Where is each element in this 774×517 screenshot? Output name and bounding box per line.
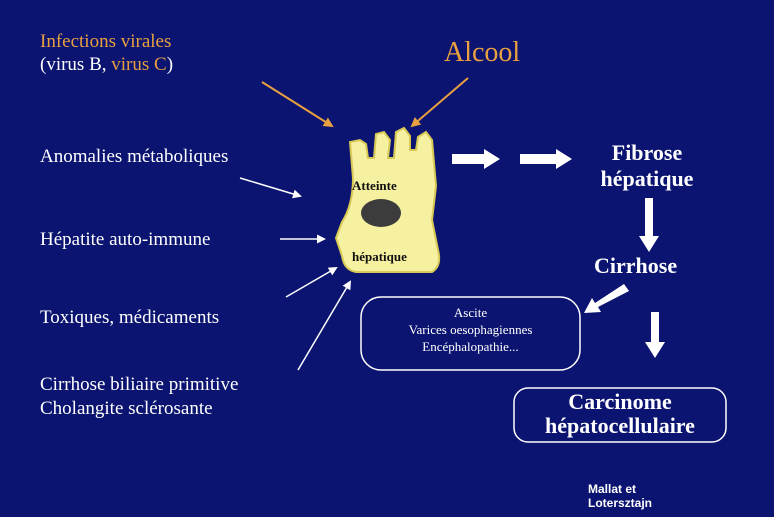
cell-nucleus bbox=[361, 199, 401, 227]
cause-metabolic: Anomalies métaboliques bbox=[40, 146, 228, 168]
cause-alcool: Alcool bbox=[444, 37, 520, 69]
arrow-fibrose-to-cirrhose bbox=[639, 198, 659, 252]
cause-viral-detail: (virus B, virus C) bbox=[40, 54, 173, 76]
credit-line2: Lotersztajn bbox=[588, 496, 652, 510]
arrow-metabolic bbox=[240, 178, 300, 196]
cell-label-top: Atteinte bbox=[352, 178, 397, 194]
credit: Mallat et Lotersztajn bbox=[588, 482, 652, 510]
complication-item: Ascite bbox=[361, 304, 580, 321]
arrow-viral bbox=[262, 82, 332, 126]
arrow-cell-to-fibrose-1 bbox=[452, 149, 500, 169]
stage-cirrhose: Cirrhose bbox=[594, 253, 677, 279]
stage-carcinome-line1: Carcinome bbox=[514, 390, 726, 414]
arrow-toxic bbox=[286, 268, 336, 297]
viral-detail-open: (virus B, bbox=[40, 54, 111, 75]
arrow-cirrhose-to-complications bbox=[584, 284, 629, 313]
cause-autoimmune: Hépatite auto-immune bbox=[40, 229, 210, 251]
stage-fibrose: Fibrose hépatique bbox=[582, 140, 712, 192]
stage-fibrose-line1: Fibrose bbox=[582, 140, 712, 166]
complications-list: Ascite Varices oesophagiennes Encéphalop… bbox=[361, 304, 580, 355]
cell-label-bottom: hépatique bbox=[352, 249, 407, 265]
stage-fibrose-line2: hépatique bbox=[582, 166, 712, 192]
cause-viral-title: Infections virales bbox=[40, 31, 171, 53]
complication-item: Encéphalopathie... bbox=[361, 338, 580, 355]
cause-biliary-2: Cholangite sclérosante bbox=[40, 398, 213, 420]
arrow-alcool bbox=[412, 78, 468, 126]
arrow-cell-to-fibrose-2 bbox=[520, 149, 572, 169]
stage-carcinome-line2: hépatocellulaire bbox=[514, 414, 726, 438]
credit-line1: Mallat et bbox=[588, 482, 652, 496]
arrow-cirrhose-to-carcinome bbox=[645, 312, 665, 358]
viral-detail-virus-c: virus C bbox=[111, 54, 166, 75]
stage-carcinome: Carcinome hépatocellulaire bbox=[514, 390, 726, 438]
complication-item: Varices oesophagiennes bbox=[361, 321, 580, 338]
arrow-biliary bbox=[298, 282, 350, 370]
viral-detail-close: ) bbox=[167, 54, 173, 75]
cause-biliary-1: Cirrhose biliaire primitive bbox=[40, 374, 238, 396]
cause-toxic: Toxiques, médicaments bbox=[40, 307, 219, 329]
